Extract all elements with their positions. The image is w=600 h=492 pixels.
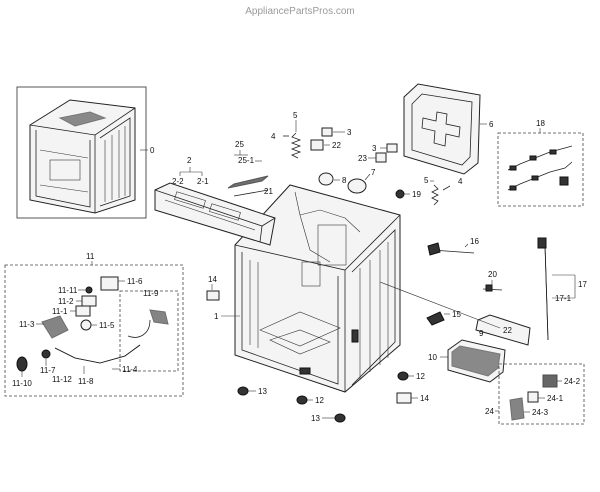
callout-12-right: 12 [416, 372, 425, 381]
callout-2-2: 2-2 [172, 177, 184, 186]
callout-17-1: 17-1 [555, 294, 572, 303]
part-15-valve [426, 311, 445, 326]
callout-11-9: 11-9 [143, 289, 159, 298]
bracket-3-right [386, 143, 398, 153]
callout-23: 23 [358, 154, 367, 163]
wire-harness-18 [507, 145, 573, 191]
callout-11-4: 11-4 [122, 365, 138, 374]
callout-24-1: 24-1 [547, 394, 564, 403]
callout-7: 7 [371, 168, 376, 177]
leveling-foot-12-center [296, 395, 308, 405]
valve-assembly-11-box [4, 264, 184, 397]
callout-4-top: 4 [271, 132, 276, 141]
callout-5-top: 5 [293, 111, 298, 120]
callout-3-right: 3 [372, 144, 377, 153]
callout-14-bottom: 14 [420, 394, 429, 403]
callout-25: 25 [235, 140, 244, 149]
clip-14-left [206, 290, 220, 301]
callout-11-5: 11-5 [99, 321, 115, 330]
callout-11-12: 11-12 [52, 375, 72, 384]
cabinet-frame [234, 184, 401, 393]
callout-6: 6 [489, 120, 494, 129]
latch-24-box [498, 363, 585, 425]
callout-24: 24 [485, 407, 494, 416]
drain-hose-17 [537, 237, 549, 341]
bracket-23 [375, 152, 387, 163]
damper-22 [310, 139, 324, 151]
callout-22-tray: 22 [503, 326, 512, 335]
callout-15: 15 [452, 310, 461, 319]
callout-2-1: 2-1 [197, 177, 209, 186]
callout-19: 19 [412, 190, 421, 199]
callout-25-1: 25-1 [238, 156, 255, 165]
spring-5 [290, 132, 302, 159]
callout-10: 10 [428, 353, 437, 362]
spring-5-right [431, 184, 439, 206]
part-8-cap [318, 172, 334, 186]
leveling-foot-13-center [334, 413, 346, 423]
callout-13-center: 13 [311, 414, 320, 423]
top-bracket-25-1 [227, 175, 269, 189]
assembly-0-box [16, 86, 147, 219]
callout-14-left: 14 [208, 275, 217, 284]
watermark: AppliancePartsPros.com [245, 6, 355, 17]
callout-21: 21 [264, 187, 273, 196]
callout-11: 11 [86, 252, 95, 261]
callout-0: 0 [150, 146, 155, 155]
callout-13-left: 13 [258, 387, 267, 396]
screw-4-right [442, 185, 451, 191]
callout-16: 16 [470, 237, 479, 246]
hose-11-9-box [119, 290, 179, 372]
dispenser-tray-9 [475, 314, 531, 346]
callout-18: 18 [536, 119, 545, 128]
bracket-3-top [321, 127, 333, 137]
callout-11-11: 11-11 [58, 286, 78, 295]
cabinet-assembly-thumbnail [29, 99, 136, 214]
callout-24-2: 24-2 [564, 377, 581, 386]
callout-4-right: 4 [458, 177, 463, 186]
part-19-grommet [395, 189, 405, 199]
callout-11-7: 11-7 [40, 366, 56, 375]
callout-2: 2 [187, 156, 192, 165]
harness-18-box [497, 132, 584, 207]
callout-11-6: 11-6 [127, 277, 143, 286]
callout-8: 8 [342, 176, 347, 185]
callout-5-right: 5 [424, 176, 429, 185]
callout-11-2: 11-2 [58, 297, 74, 306]
sensor-16-head [427, 242, 441, 256]
clip-14-bottom [396, 392, 412, 404]
callout-11-10: 11-10 [12, 379, 32, 388]
callout-20: 20 [488, 270, 497, 279]
callout-3-top: 3 [347, 128, 352, 137]
callout-11-8: 11-8 [78, 377, 94, 386]
callout-11-1: 11-1 [52, 307, 68, 316]
lid-assembly-6 [403, 83, 481, 175]
callout-24-3: 24-3 [532, 408, 549, 417]
leveling-foot-12-right [397, 371, 409, 381]
callout-12-center: 12 [315, 396, 324, 405]
top-rod-21 [233, 189, 269, 197]
callout-11-3: 11-3 [19, 320, 35, 329]
callout-22-top: 22 [332, 141, 341, 150]
dispenser-drawer-10 [447, 339, 506, 383]
callout-9: 9 [479, 329, 484, 338]
control-panel [154, 182, 276, 246]
part-7-knob [347, 178, 367, 194]
leveling-foot-13-left [237, 386, 249, 396]
callout-17: 17 [578, 280, 587, 289]
callout-1: 1 [214, 312, 219, 321]
